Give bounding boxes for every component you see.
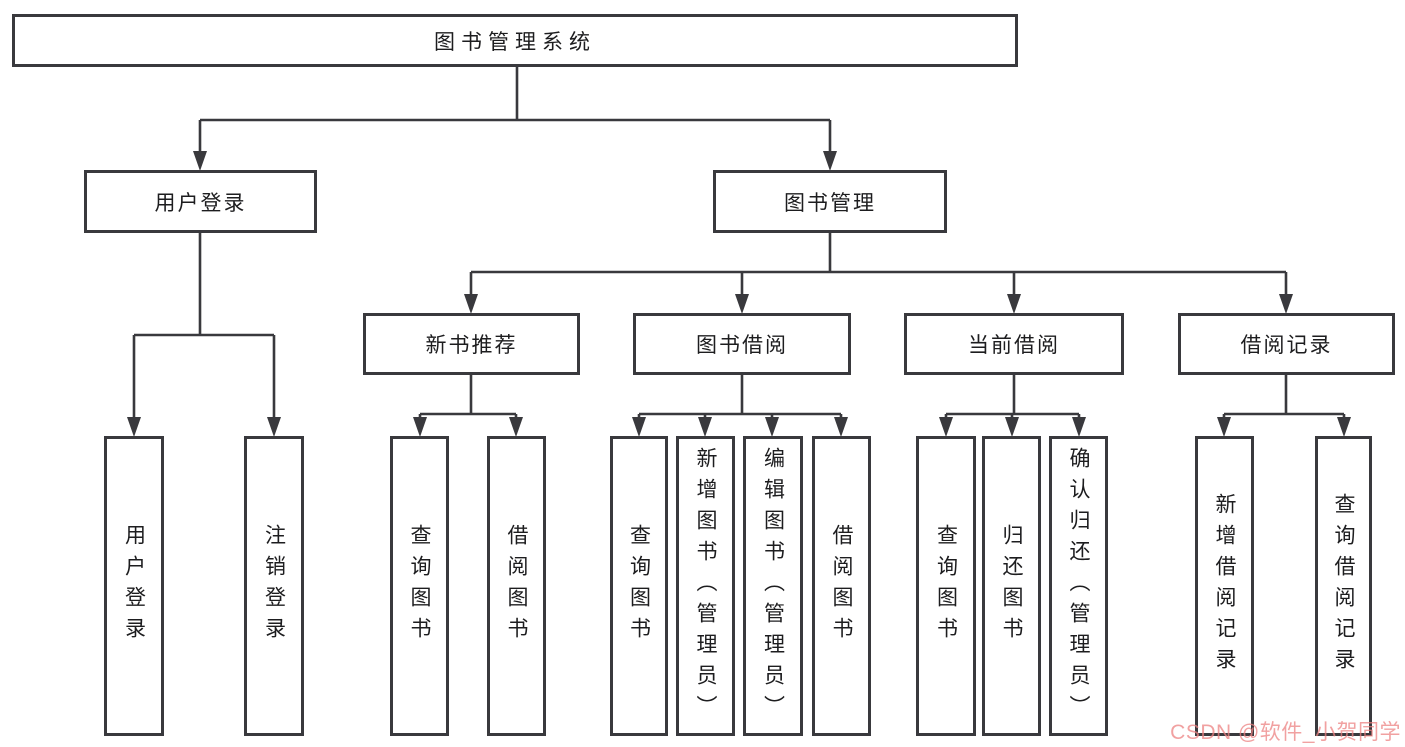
node-current-borrow-label: 当前借阅 (968, 334, 1060, 357)
node-user-login-label: 用户登录 (154, 191, 247, 215)
node-book-borrow: 图书借阅 (633, 313, 851, 375)
leaf-query-borrow-record-label: 查询借阅记录 (1332, 493, 1355, 679)
leaf-query-books-recommend-label: 查询图书 (408, 524, 431, 648)
node-new-book-recommend-label: 新书推荐 (425, 334, 518, 357)
node-new-book-recommend: 新书推荐 (363, 313, 580, 375)
leaf-query-books-current: 查询图书 (916, 436, 976, 736)
node-current-borrow: 当前借阅 (904, 313, 1124, 375)
node-book-management-label: 图书管理 (784, 191, 876, 215)
leaf-query-books-borrow-label: 查询图书 (627, 524, 651, 648)
node-book-management: 图书管理 (713, 170, 947, 233)
leaf-borrow-books-recommend: 借阅图书 (487, 436, 546, 736)
node-library-system-label: 图书管理系统 (434, 30, 596, 54)
node-user-login: 用户登录 (84, 170, 317, 233)
leaf-edit-book-admin: 编辑图书（管理员） (743, 436, 803, 736)
leaf-confirm-return-admin-label: 确认归还（管理员） (1067, 446, 1090, 726)
leaf-return-books: 归还图书 (982, 436, 1041, 736)
leaf-query-books-current-label: 查询图书 (934, 524, 958, 648)
leaf-logout: 注销登录 (244, 436, 304, 736)
leaf-add-book-admin-label: 新增图书（管理员） (694, 446, 717, 726)
leaf-query-books-borrow: 查询图书 (610, 436, 668, 736)
node-book-borrow-label: 图书借阅 (696, 334, 788, 357)
leaf-user-login-label: 用户登录 (122, 524, 146, 648)
node-borrow-records: 借阅记录 (1178, 313, 1395, 375)
leaf-return-books-label: 归还图书 (1000, 524, 1023, 648)
leaf-add-borrow-record: 新增借阅记录 (1195, 436, 1254, 736)
leaf-logout-label: 注销登录 (262, 524, 286, 648)
leaf-query-borrow-record: 查询借阅记录 (1315, 436, 1372, 736)
node-library-system: 图书管理系统 (12, 14, 1018, 67)
leaf-add-borrow-record-label: 新增借阅记录 (1213, 493, 1236, 679)
leaf-edit-book-admin-label: 编辑图书（管理员） (761, 446, 785, 726)
watermark-text: CSDN @软件_小贺同学 (1170, 721, 1401, 744)
node-borrow-records-label: 借阅记录 (1240, 334, 1333, 357)
leaf-add-book-admin: 新增图书（管理员） (676, 436, 735, 736)
leaf-borrow-books: 借阅图书 (812, 436, 871, 736)
leaf-borrow-books-recommend-label: 借阅图书 (505, 524, 528, 648)
leaf-user-login: 用户登录 (104, 436, 164, 736)
leaf-borrow-books-label: 借阅图书 (830, 524, 853, 648)
leaf-query-books-recommend: 查询图书 (390, 436, 449, 736)
leaf-confirm-return-admin: 确认归还（管理员） (1049, 436, 1108, 736)
